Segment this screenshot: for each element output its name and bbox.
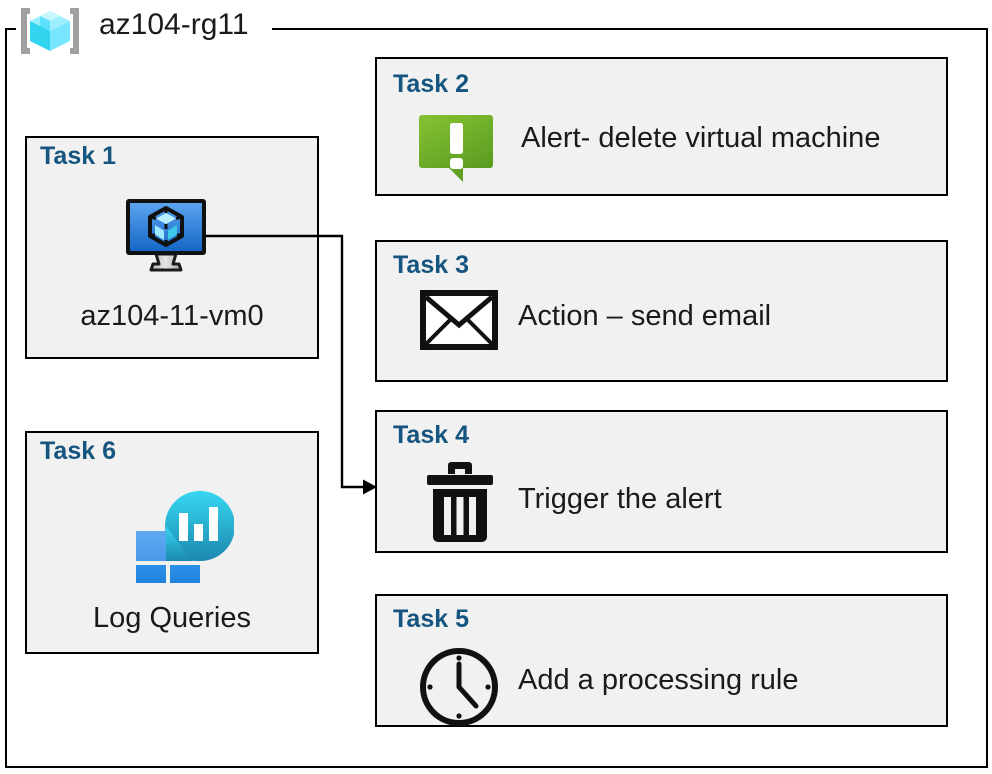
resource-group-frame-top-left-segment bbox=[5, 28, 16, 30]
task-5-text: Add a processing rule bbox=[518, 664, 799, 696]
task-1-caption: az104-11-vm0 bbox=[80, 300, 264, 332]
resource-group-cube-icon bbox=[14, 5, 86, 57]
resource-group-frame bbox=[5, 29, 988, 768]
task-5-box[interactable] bbox=[375, 594, 948, 727]
task-6-caption: Log Queries bbox=[93, 602, 251, 634]
task-2-box[interactable] bbox=[375, 57, 948, 196]
clock-icon bbox=[418, 646, 500, 728]
task-4-text: Trigger the alert bbox=[518, 483, 722, 515]
task-6-label: Task 6 bbox=[40, 437, 116, 465]
resource-group-frame-top-right-segment bbox=[272, 28, 988, 30]
task-2-text: Alert- delete virtual machine bbox=[521, 122, 881, 154]
trash-can-icon bbox=[425, 460, 495, 546]
task-5-label: Task 5 bbox=[393, 605, 469, 633]
resource-group-title: az104-rg11 bbox=[99, 8, 249, 41]
task-3-text: Action – send email bbox=[518, 300, 772, 332]
task-3-label: Task 3 bbox=[393, 251, 469, 279]
envelope-icon bbox=[420, 290, 498, 350]
alert-exclamation-icon bbox=[419, 109, 499, 185]
task-1-label: Task 1 bbox=[40, 142, 116, 170]
log-analytics-icon bbox=[130, 487, 235, 595]
task-2-label: Task 2 bbox=[393, 70, 469, 98]
virtual-machine-icon bbox=[120, 196, 212, 274]
task-4-label: Task 4 bbox=[393, 421, 469, 449]
